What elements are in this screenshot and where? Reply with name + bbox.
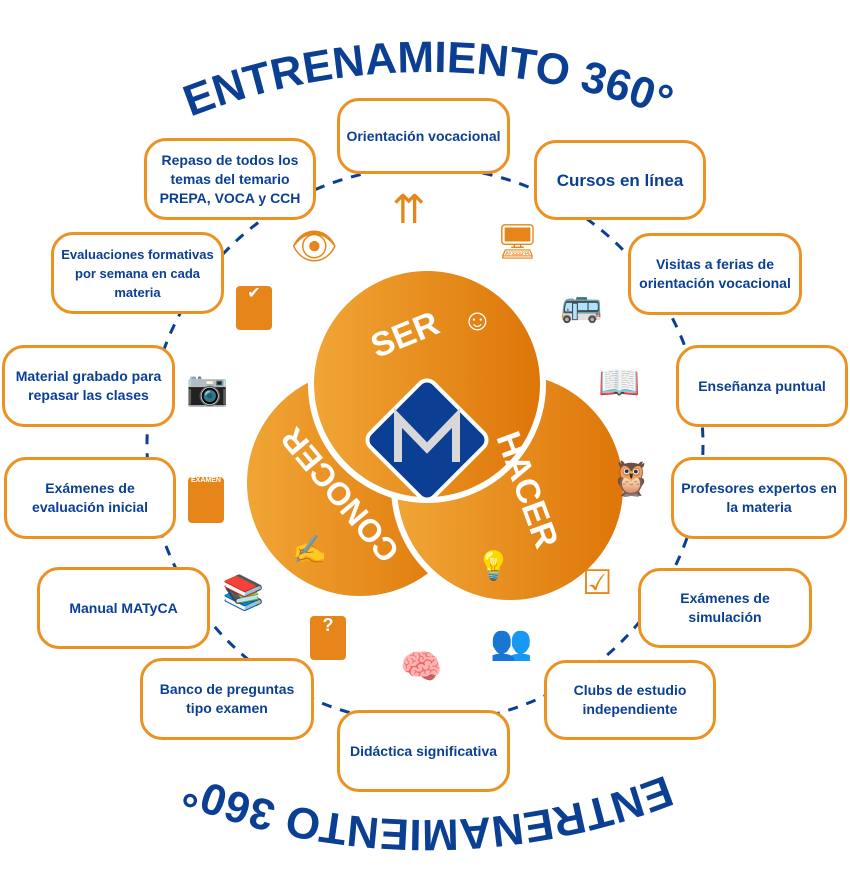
item-cursos-en-linea: Cursos en línea: [534, 140, 706, 220]
item-visitas-ferias: Visitas a ferias de orientación vocacion…: [628, 233, 802, 315]
arrows-directions-icon: ⇈: [392, 188, 426, 232]
group-book-icon: 👥: [490, 624, 533, 662]
item-material-grabado: Material grabado para repasar las clases: [2, 345, 175, 427]
online-course-monitor-icon: 🖥: [496, 223, 540, 261]
document-check-icon: ✔: [236, 286, 272, 330]
item-repaso-temario: Repaso de todos los temas del temario PR…: [144, 138, 316, 220]
item-examenes-evaluacion-inicial: Exámenes de evaluación inicial: [4, 457, 176, 539]
hand-pencil-book-icon: ✍: [292, 534, 327, 565]
logo-m-mark: [394, 408, 460, 462]
person-book-icon: 📖: [598, 364, 641, 402]
exam-sheet-icon: EXAMEN: [188, 477, 224, 523]
question-sheet-icon: ?: [310, 616, 346, 660]
brain-icon: 🧠: [400, 648, 443, 686]
owl-book-icon: 🦉: [610, 460, 653, 498]
item-profesores-expertos: Profesores expertos en la materia: [671, 457, 847, 539]
item-examenes-simulacion: Exámenes de simulación: [638, 568, 812, 648]
logo: [365, 378, 489, 502]
item-orientacion-vocacional: Orientación vocacional: [337, 98, 510, 174]
head-puzzle-icon: ☺: [462, 304, 493, 337]
eye-review-icon: 👁: [290, 226, 339, 268]
bus-icon: 🚌: [560, 286, 603, 324]
checklist-icon: ☑: [582, 564, 613, 602]
item-ensenanza-puntual: Enseñanza puntual: [676, 345, 848, 427]
item-didactica-significativa: Didáctica significativa: [337, 710, 510, 792]
item-manual-matyca: Manual MATyCA: [37, 567, 210, 649]
lightbulb-icon: 💡: [476, 550, 511, 581]
webcam-icon: 📷: [186, 370, 229, 408]
item-evaluaciones-formativas: Evaluaciones formativas por semana en ca…: [51, 232, 224, 314]
item-clubs-estudio: Clubs de estudio independiente: [544, 660, 716, 740]
item-banco-preguntas: Banco de preguntas tipo examen: [140, 658, 314, 740]
open-book-icon: 📚: [222, 574, 265, 612]
dashed-orbit: [145, 165, 705, 725]
